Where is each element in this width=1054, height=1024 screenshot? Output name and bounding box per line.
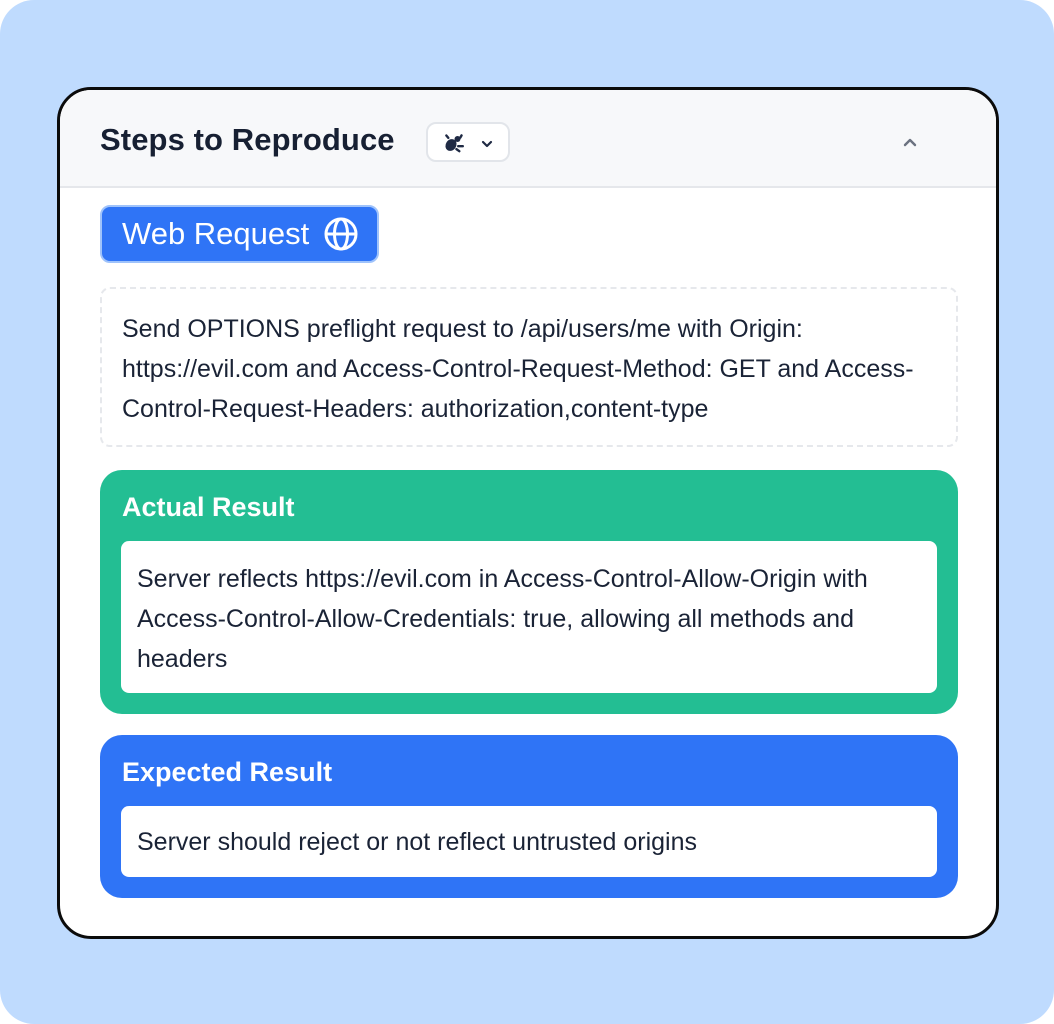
chevron-up-icon (903, 138, 917, 147)
actual-result-panel: Actual Result Server reflects https://ev… (100, 470, 958, 714)
expected-result-body: Server should reject or not reflect untr… (121, 806, 937, 877)
step-type-label: Web Request (122, 216, 310, 251)
collapse-button[interactable] (896, 128, 924, 156)
bug-icon (445, 134, 464, 153)
actual-result-title: Actual Result (122, 492, 295, 522)
card-header: Steps to Reproduce (60, 90, 996, 188)
actual-result-text: Server reflects https://evil.com in Acce… (137, 565, 868, 673)
expected-result-panel: Expected Result Server should reject or … (100, 735, 958, 898)
expected-result-text: Server should reject or not reflect untr… (137, 828, 697, 856)
steps-card: Steps to Reproduce (57, 87, 999, 939)
actual-result-body: Server reflects https://evil.com in Acce… (121, 541, 937, 693)
step-type-badge[interactable]: Web Request (100, 205, 380, 263)
globe-icon (324, 217, 358, 251)
chevron-down-icon (481, 140, 493, 148)
card-title: Steps to Reproduce (100, 122, 395, 157)
step-description-box: Send OPTIONS preflight request to /api/u… (100, 287, 958, 447)
step-description: Send OPTIONS preflight request to /api/u… (122, 315, 914, 423)
expected-result-title: Expected Result (122, 757, 333, 787)
category-selector[interactable] (426, 122, 510, 162)
